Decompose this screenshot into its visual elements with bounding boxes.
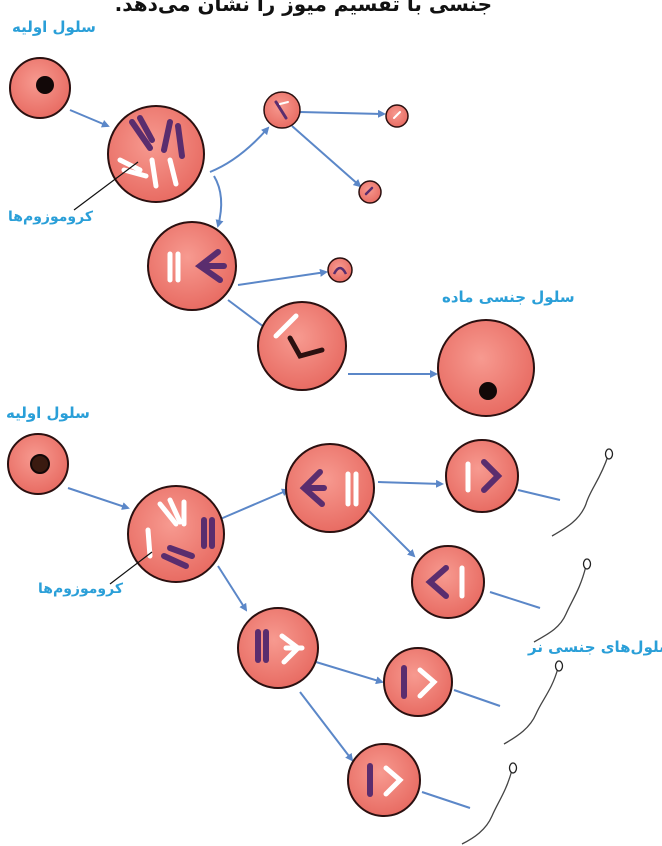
figure-caption-fragment: جنسی با تقسیم میوز را نشان می‌دهد. [114, 0, 492, 16]
chromosome [161, 119, 173, 153]
male-meiosis1-cell [127, 485, 225, 583]
chromosome [129, 119, 153, 151]
arrow [517, 489, 561, 501]
arrow [69, 109, 110, 128]
male-spermatid-4 [347, 743, 421, 817]
male-gametes-label: سلول‌های جنسی نر [528, 638, 662, 656]
arrow [67, 487, 130, 510]
male-spermatid-3 [383, 647, 453, 717]
arrow [315, 661, 384, 685]
male-spermatid-1 [445, 439, 519, 513]
chromosome [121, 167, 149, 179]
arrow [299, 691, 354, 762]
female-primary-cell [9, 57, 71, 119]
arrows [67, 109, 561, 809]
arrow [213, 175, 224, 228]
sperm-1 [551, 448, 614, 537]
male-primary-cell-label: سلول اولیه [6, 404, 90, 422]
male-meiosis2-cell-bottom [237, 607, 319, 689]
arrow [489, 591, 541, 609]
sperm-3 [503, 660, 564, 745]
arrow [227, 299, 270, 332]
nucleus [36, 76, 54, 94]
sperm-2 [533, 558, 592, 643]
chromosome [175, 123, 185, 159]
arrow [291, 125, 362, 188]
arrow [237, 268, 328, 286]
female-polar-body-2 [385, 104, 409, 128]
female-polar-body-1 [263, 91, 301, 129]
sperm-4 [461, 762, 518, 845]
chromosome [117, 157, 143, 173]
nucleus [30, 454, 50, 474]
arrow [367, 509, 416, 558]
nucleus [479, 382, 497, 400]
female-polar-body-4 [327, 257, 353, 283]
female-primary-cell-label: سلول اولیه [12, 18, 96, 36]
female-polar-body-3 [358, 180, 382, 204]
female-meiosis2-cell [147, 221, 237, 311]
chromosome [137, 115, 155, 143]
female-egg-cell [437, 319, 535, 417]
female-secondary-oocyte [257, 301, 347, 391]
arrow [217, 565, 248, 612]
female-meiosis1-cell [107, 105, 205, 203]
female-chromosomes-label: کروموزوم‌ها [8, 209, 93, 225]
arrow [421, 791, 471, 809]
leader-lines [73, 161, 153, 585]
chromosome [149, 157, 159, 189]
male-chromosomes-label: کروموزوم‌ها [38, 581, 123, 597]
arrow [209, 126, 270, 173]
chromosome [167, 157, 179, 187]
male-spermatid-2 [411, 545, 485, 619]
arrow [377, 479, 444, 488]
male-primary-cell [7, 433, 69, 495]
arrow [299, 109, 386, 118]
male-meiosis2-cell-top [285, 443, 375, 533]
female-gamete-label: سلول جنسی ماده [442, 288, 575, 306]
arrow [217, 488, 290, 521]
arrow [453, 689, 501, 707]
